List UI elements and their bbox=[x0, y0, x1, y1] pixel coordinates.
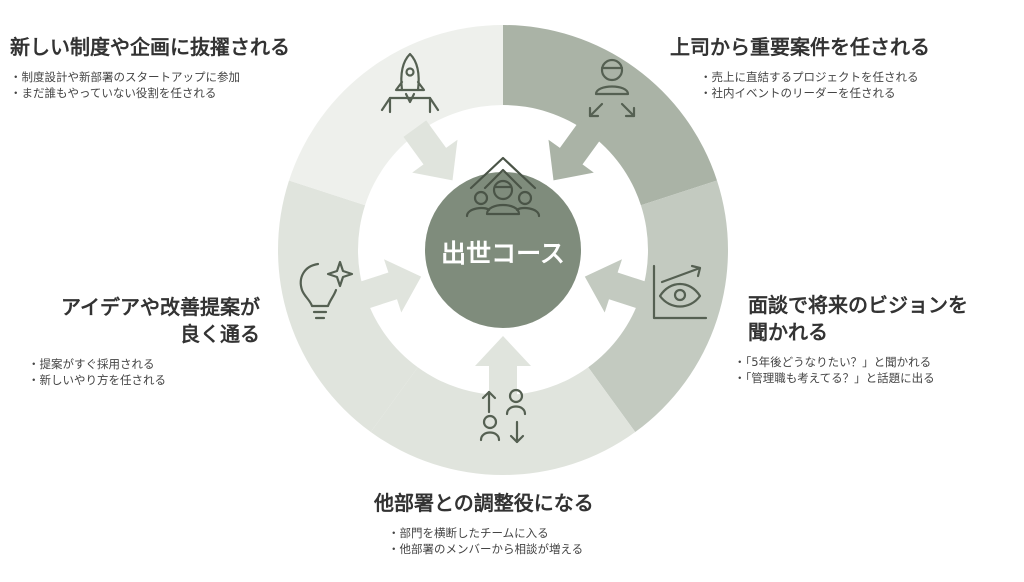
bullet-item: 提案がすぐ採用される bbox=[28, 356, 260, 372]
segment-bullets: 制度設計や新部署のスタートアップに参加 まだ誰もやっていない役割を任される bbox=[10, 69, 290, 101]
ring-segment-top-left bbox=[289, 25, 503, 206]
segment-bullets: 提案がすぐ採用される 新しいやり方を任される bbox=[28, 356, 260, 388]
bullet-item: 社内イベントのリーダーを任される bbox=[700, 85, 930, 101]
segment-top-right: 上司から重要案件を任される 売上に直結するプロジェクトを任される 社内イベントの… bbox=[670, 34, 930, 101]
bullet-item: 部門を横断したチームに入る bbox=[388, 525, 594, 541]
arrow-bottom bbox=[475, 336, 531, 400]
segment-bullets: 売上に直結するプロジェクトを任される 社内イベントのリーダーを任される bbox=[700, 69, 930, 101]
bullet-item: まだ誰もやっていない役割を任される bbox=[10, 85, 290, 101]
ring-segment-top-right bbox=[503, 25, 717, 206]
bullet-item: 売上に直結するプロジェクトを任される bbox=[700, 69, 930, 85]
arrow-right bbox=[584, 259, 650, 313]
bullet-item: 他部署のメンバーから相談が増える bbox=[388, 541, 594, 557]
segment-right: 面談で将来のビジョンを 聞かれる 「5年後どうなりたい？」と聞かれる 「管理職も… bbox=[746, 292, 969, 386]
ring-segment-left bbox=[278, 180, 418, 433]
eye-chart-icon bbox=[652, 264, 708, 320]
inward-arrows bbox=[356, 120, 650, 400]
ring-segment-right bbox=[588, 180, 729, 433]
bullet-item: 「5年後どうなりたい？」と聞かれる bbox=[734, 354, 968, 370]
segment-bottom: 他部署との調整役になる 部門を横断したチームに入る 他部署のメンバーから相談が増… bbox=[374, 490, 594, 557]
rocket-launch-icon bbox=[380, 52, 440, 114]
bullet-item: 制度設計や新部署のスタートアップに参加 bbox=[10, 69, 290, 85]
segment-bullets: 部門を横断したチームに入る 他部署のメンバーから相談が増える bbox=[388, 525, 594, 557]
arrow-top-right bbox=[548, 120, 603, 181]
segment-top-left: 新しい制度や企画に抜擢される 制度設計や新部署のスタートアップに参加 まだ誰もや… bbox=[10, 34, 290, 101]
outer-ring bbox=[278, 25, 729, 476]
people-exchange-icon bbox=[479, 388, 527, 444]
arrow-top-left bbox=[403, 120, 458, 181]
center-label: 出世コース bbox=[441, 239, 565, 268]
segment-bullets: 「5年後どうなりたい？」と聞かれる 「管理職も考えてる？」と話題に出る bbox=[734, 354, 968, 386]
person-arrows-icon bbox=[588, 58, 636, 118]
lightbulb-sparkle-icon bbox=[299, 260, 354, 320]
segment-title: 新しい制度や企画に抜擢される bbox=[10, 35, 290, 59]
segment-icons bbox=[299, 52, 708, 444]
group-leader-up-arrow-icon bbox=[465, 156, 541, 218]
arrow-left bbox=[356, 259, 422, 313]
center-circle bbox=[425, 172, 581, 328]
segment-title-line-1: 面談で将来のビジョンを bbox=[748, 293, 968, 317]
segment-left: アイデアや改善提案が 良く通る 提案がすぐ採用される 新しいやり方を任される bbox=[20, 294, 261, 388]
bullet-item: 「管理職も考えてる？」と話題に出る bbox=[734, 370, 968, 386]
segment-title-line-2: 良く通る bbox=[180, 322, 260, 346]
segment-title-line-1: アイデアや改善提案が bbox=[61, 295, 260, 319]
segment-title-line-2: 聞かれる bbox=[748, 320, 828, 344]
segment-title: 上司から重要案件を任される bbox=[670, 35, 930, 59]
bullet-item: 新しいやり方を任される bbox=[28, 372, 260, 388]
ring-segment-bottom bbox=[370, 367, 636, 476]
segment-title: 他部署との調整役になる bbox=[374, 491, 594, 515]
